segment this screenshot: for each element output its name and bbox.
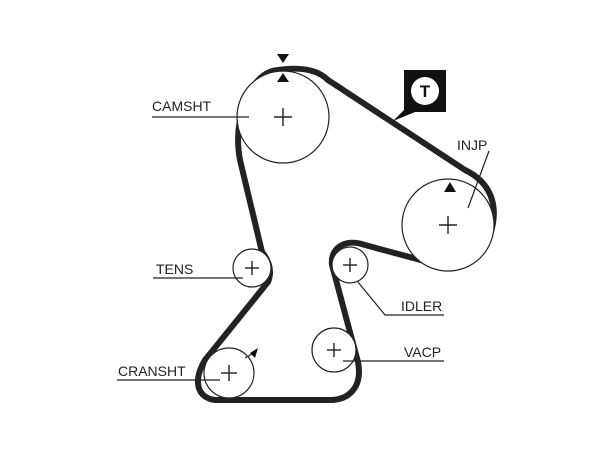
- injection-pump-leader-line: [467, 150, 490, 209]
- timing-mark-up-icon: [444, 182, 456, 192]
- injection-pump-pulley: [401, 178, 495, 272]
- idler-label: IDLER: [401, 298, 442, 314]
- vacuum-pump-pulley: [311, 327, 357, 373]
- timing-mark-icon: [250, 348, 258, 358]
- camshaft-label: CAMSHT: [152, 98, 212, 114]
- timing-mark-down-icon: [277, 54, 289, 63]
- crankshaft-label: CRANSHT: [118, 363, 186, 379]
- tensioner-badge: T: [393, 70, 446, 121]
- idler-pulley: [331, 246, 369, 284]
- tensioner-label: TENS: [156, 261, 193, 277]
- crankshaft-pulley: [203, 347, 258, 399]
- vacuum-pump-label: VACP: [404, 344, 441, 360]
- idler-leader-line: [357, 281, 444, 316]
- tensioner-badge-letter: T: [420, 82, 431, 101]
- injection-pump-label: INJP: [457, 137, 487, 153]
- tensioner-pulley: [232, 248, 272, 288]
- camshaft-pulley: [236, 54, 330, 164]
- timing-mark-up-icon: [277, 73, 289, 82]
